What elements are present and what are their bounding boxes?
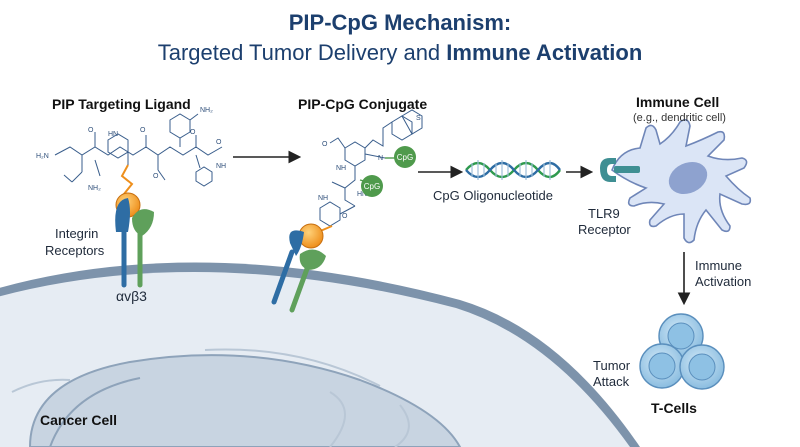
cancer-cell-label: Cancer Cell xyxy=(40,412,118,428)
pip-cpg-conjugate-structure xyxy=(319,109,423,227)
svg-text:O: O xyxy=(216,139,222,146)
immune-activation-line1: Immune xyxy=(695,258,742,273)
integrin-type-label: αvβ3 xyxy=(116,288,147,304)
svg-text:O: O xyxy=(88,127,94,134)
svg-text:S: S xyxy=(416,115,421,122)
integrin-receptor-right xyxy=(271,223,333,313)
tcells-label: T-Cells xyxy=(651,400,697,416)
pip-ligand-atoms: H₂N O NH₂ O HN O NH₂ O NH O xyxy=(36,107,226,192)
svg-text:NH: NH xyxy=(318,195,328,202)
tumor-attack-line2: Attack xyxy=(593,374,630,389)
svg-text:O: O xyxy=(342,213,348,220)
svg-text:O: O xyxy=(190,129,196,136)
svg-text:O: O xyxy=(153,173,159,180)
diagram-subtitle: Targeted Tumor Delivery and Immune Activ… xyxy=(0,40,800,66)
svg-text:HN: HN xyxy=(108,131,118,138)
svg-text:O: O xyxy=(322,141,328,148)
integrin-receptor-left xyxy=(115,198,154,288)
svg-text:HN: HN xyxy=(357,191,367,198)
cpg-bead-upper: CpG xyxy=(385,146,416,168)
tcell-cluster xyxy=(639,313,725,390)
svg-text:O: O xyxy=(140,127,146,134)
integrin-label-line1: Integrin xyxy=(55,226,99,241)
integrin-label-line2: Receptors xyxy=(45,243,105,258)
immune-cell-subtitle: (e.g., dendritic cell) xyxy=(633,112,726,124)
cpg-oligo-label: CpG Oligonucleotide xyxy=(433,188,553,203)
tlr9-label-line1: TLR9 xyxy=(588,206,620,221)
diagram-title: PIP-CpG Mechanism: xyxy=(288,10,512,35)
svg-text:CpG: CpG xyxy=(397,153,413,162)
svg-text:NH₂: NH₂ xyxy=(200,107,213,114)
svg-text:NH: NH xyxy=(336,165,346,172)
subtitle-bold: Immune Activation xyxy=(446,40,643,65)
svg-text:H₂N: H₂N xyxy=(36,153,49,160)
immune-activation-line2: Activation xyxy=(695,274,752,289)
pip-cpg-conjugate-atoms: O NH N S HN NH O xyxy=(318,115,421,220)
tlr9-label-line2: Receptor xyxy=(578,222,631,237)
svg-text:N: N xyxy=(378,155,383,162)
pip-ligand-structure xyxy=(54,113,223,187)
cancer-cell xyxy=(0,262,640,447)
tlr9-receptor xyxy=(600,158,640,182)
cpg-oligonucleotide-helix xyxy=(465,160,561,180)
dendritic-cell xyxy=(611,118,752,244)
conjugate-header: PIP-CpG Conjugate xyxy=(298,96,428,112)
svg-text:CpG: CpG xyxy=(364,182,380,191)
ligand-header: PIP Targeting Ligand xyxy=(52,96,191,112)
tumor-attack-line1: Tumor xyxy=(593,358,631,373)
svg-text:NH: NH xyxy=(216,163,226,170)
subtitle-prefix: Targeted Tumor Delivery and xyxy=(157,40,447,65)
cpg-bead-lower: CpG xyxy=(359,175,383,197)
svg-text:NH₂: NH₂ xyxy=(88,185,101,192)
immune-cell-header: Immune Cell xyxy=(636,94,720,110)
